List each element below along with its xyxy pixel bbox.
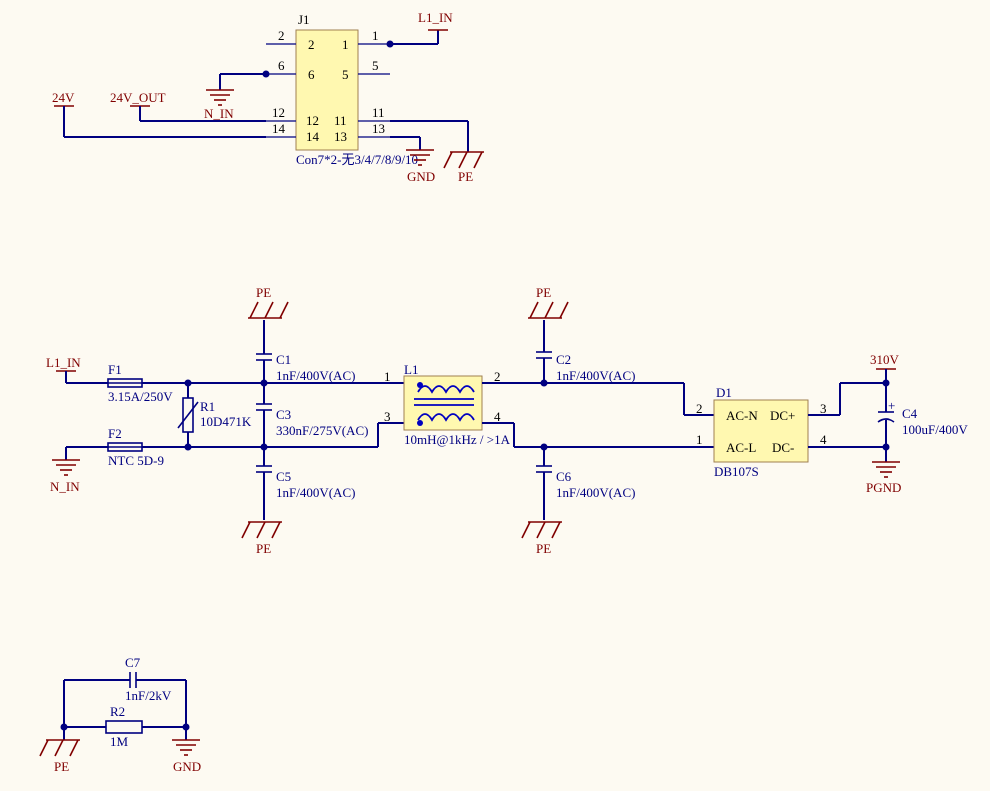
pin-number: 14 xyxy=(306,129,320,144)
pin-number: 3 xyxy=(820,401,827,416)
net-label-310v: 310V xyxy=(870,352,900,367)
net-label-24v-out: 24V_OUT xyxy=(110,90,166,105)
c7-designator: C7 xyxy=(125,655,141,670)
net-label-pgnd: PGND xyxy=(866,480,901,495)
pin-number: 5 xyxy=(372,58,379,73)
net-label-pe-c5: PE xyxy=(256,541,271,556)
connector-j1: J1 Con7*2-无3/4/7/8/9/10 2 1 6 5 12 11 14… xyxy=(266,12,418,167)
net-label-gnd-bottom: GND xyxy=(173,759,201,774)
r2-value: 1M xyxy=(110,734,129,749)
net-label-pe: PE xyxy=(458,169,473,184)
input-filter: L1_IN F1 3.15A/250V N_IN F2 NTC 5D-9 R1 … xyxy=(46,285,968,556)
f2-designator: F2 xyxy=(108,426,122,441)
f1-value: 3.15A/250V xyxy=(108,389,173,404)
c2-designator: C2 xyxy=(556,352,571,367)
net-label-pe-c1: PE xyxy=(256,285,271,300)
pin-number: 12 xyxy=(306,113,319,128)
c7-value: 1nF/2kV xyxy=(125,688,172,703)
pin-number: 1 xyxy=(384,369,391,384)
pin-number: 2 xyxy=(494,369,501,384)
pin-number: 4 xyxy=(820,432,827,447)
c4-designator: C4 xyxy=(902,406,918,421)
net-label-gnd: GND xyxy=(407,169,435,184)
pin-name: AC-L xyxy=(726,440,756,455)
net-label-n-in-input: N_IN xyxy=(50,479,80,494)
l1-value: 10mH@1kHz / >1A xyxy=(404,432,511,447)
c2-value: 1nF/400V(AC) xyxy=(556,368,635,383)
pin-number: 1 xyxy=(696,432,703,447)
r1-designator: R1 xyxy=(200,399,215,414)
f1-designator: F1 xyxy=(108,362,122,377)
pin-number: 3 xyxy=(384,409,391,424)
c1-designator: C1 xyxy=(276,352,291,367)
net-label-n-in: N_IN xyxy=(204,106,234,121)
pin-number: 2 xyxy=(278,28,285,43)
pin-number: 4 xyxy=(494,409,501,424)
choke-l1 xyxy=(403,375,483,431)
pin-number: 13 xyxy=(372,121,385,136)
pin-number: 2 xyxy=(308,37,315,52)
pin-number: 6 xyxy=(278,58,285,73)
c1-value: 1nF/400V(AC) xyxy=(276,368,355,383)
net-label-pe-bottom: PE xyxy=(54,759,69,774)
net-label-24v: 24V xyxy=(52,90,75,105)
pin-number: 12 xyxy=(272,105,285,120)
net-label-l1-in-input: L1_IN xyxy=(46,355,81,370)
pin-number: 11 xyxy=(372,105,385,120)
c5-designator: C5 xyxy=(276,469,291,484)
d1-value: DB107S xyxy=(714,464,759,479)
pin-number: 13 xyxy=(334,129,347,144)
c3-designator: C3 xyxy=(276,407,291,422)
plus-icon: + xyxy=(888,398,895,413)
pin-number: 2 xyxy=(696,401,703,416)
pin-number: 1 xyxy=(372,28,379,43)
net-label-l1-in: L1_IN xyxy=(418,10,453,25)
r2-designator: R2 xyxy=(110,704,125,719)
pin-name: AC-N xyxy=(726,408,758,423)
c3-value: 330nF/275V(AC) xyxy=(276,423,368,438)
net-label-pe-c2: PE xyxy=(536,285,551,300)
connector-designator: J1 xyxy=(298,12,310,27)
pe-gnd-link: C7 1nF/2kV R2 1M PE GND xyxy=(39,655,201,774)
connector-comment: Con7*2-无3/4/7/8/9/10 xyxy=(296,152,418,167)
pin-number: 6 xyxy=(308,67,315,82)
j1-wiring: L1_IN N_IN 24V_OUT 24V PE xyxy=(52,10,484,184)
pin-name: DC- xyxy=(772,440,794,455)
bridge-rectifier-d1 xyxy=(713,399,809,463)
connector-body xyxy=(295,29,359,151)
net-label-pe-c6: PE xyxy=(536,541,551,556)
f2-value: NTC 5D-9 xyxy=(108,453,164,468)
pin-number: 5 xyxy=(342,67,349,82)
resistor-r2 xyxy=(105,720,143,734)
c6-value: 1nF/400V(AC) xyxy=(556,485,635,500)
c4-value: 100uF/400V xyxy=(902,422,968,437)
pin-number: 14 xyxy=(272,121,286,136)
c6-designator: C6 xyxy=(556,469,572,484)
pin-number: 11 xyxy=(334,113,347,128)
c5-value: 1nF/400V(AC) xyxy=(276,485,355,500)
d1-designator: D1 xyxy=(716,385,732,400)
l1-designator: L1 xyxy=(404,362,418,377)
pin-name: DC+ xyxy=(770,408,795,423)
pin-number: 1 xyxy=(342,37,349,52)
r1-value: 10D471K xyxy=(200,414,252,429)
